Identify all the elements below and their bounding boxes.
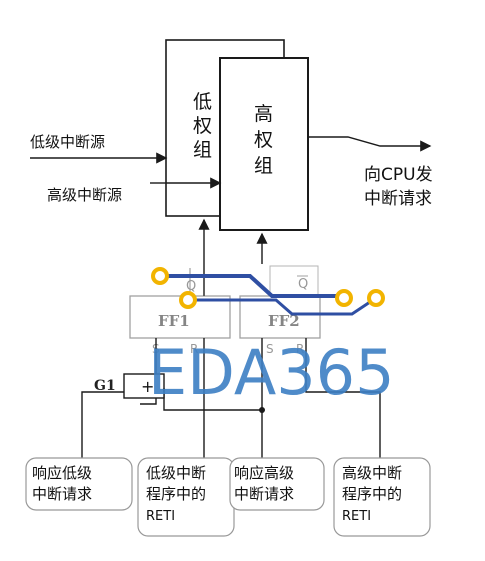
output-line — [308, 136, 388, 147]
ff2-r-wire — [305, 338, 381, 460]
low-group-label: 低权组 — [193, 91, 212, 161]
svg-text:响应低级中断请求: 响应低级中断请求 — [32, 464, 92, 503]
high-source-label: 高级中断源 — [47, 186, 122, 204]
svg-text:R: R — [190, 342, 198, 356]
high-group-label: 高权组 — [254, 103, 273, 177]
ff2: Q FF2 S R — [239, 265, 321, 356]
svg-text:R: R — [296, 342, 304, 356]
high-group-box — [219, 57, 309, 231]
g1-left-wire — [81, 391, 124, 460]
ff1: Q FF1 S R — [129, 268, 231, 356]
svg-text:Q: Q — [298, 277, 308, 292]
junction-dot — [259, 407, 265, 413]
svg-text:FF2: FF2 — [268, 312, 300, 330]
svg-text:Q: Q — [186, 279, 196, 294]
g1-gate: G1 + — [94, 373, 165, 399]
bottom-box-3: 响应高级中断请求 — [229, 457, 325, 511]
svg-text:S: S — [266, 342, 274, 356]
watermark: EDA365 — [148, 336, 395, 409]
svg-text:+: + — [141, 377, 154, 396]
svg-text:FF1: FF1 — [158, 312, 190, 330]
output-label-2: 中断请求 — [364, 189, 432, 209]
pcb-trace-decoration — [151, 267, 385, 316]
bottom-box-1: 响应低级中断请求 — [25, 457, 133, 511]
low-source-label: 低级中断源 — [30, 133, 105, 151]
svg-text:响应高级中断请求: 响应高级中断请求 — [234, 464, 294, 503]
output-label-1: 向CPU发 — [364, 165, 433, 185]
ff1-s-wire — [140, 338, 157, 405]
svg-text:G1: G1 — [94, 378, 116, 394]
